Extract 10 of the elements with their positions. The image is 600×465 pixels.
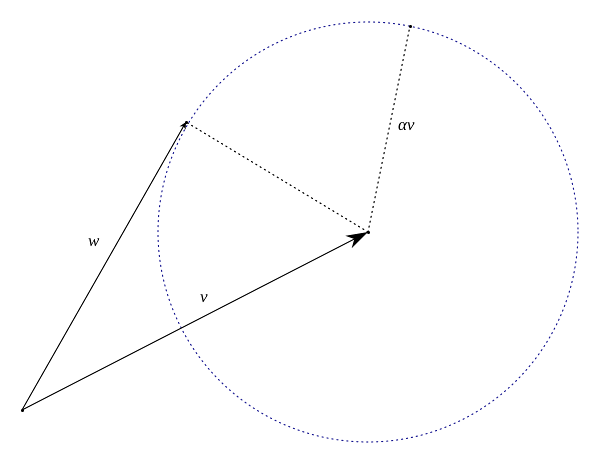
vector-endpoint	[366, 230, 370, 234]
edge-label: v	[200, 288, 208, 305]
vector-arrow	[21, 121, 187, 411]
vector-endpoint	[184, 120, 188, 124]
edge-label: w	[88, 232, 100, 249]
vector-endpoint	[20, 408, 24, 412]
dotted-line	[185, 121, 369, 233]
vector-arrow	[21, 231, 369, 411]
edge-label: αv	[398, 116, 414, 133]
vector-endpoint	[408, 24, 412, 28]
